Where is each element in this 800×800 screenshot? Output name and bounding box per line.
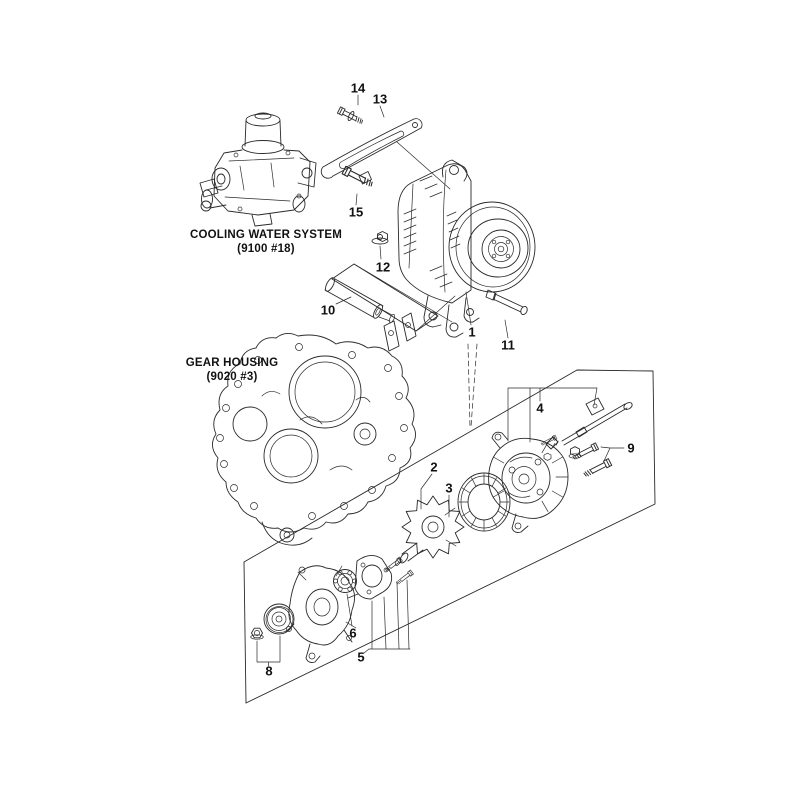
- cooling-water-system-label-line2: (9100 #18): [237, 243, 295, 255]
- gear-housing-illustration: [212, 312, 417, 546]
- callout-9: 9: [627, 440, 635, 456]
- cooling-water-system-label-line1: COOLING WATER SYSTEM: [189, 229, 343, 241]
- spacer-detail-box: [324, 263, 456, 332]
- callout-13: 13: [372, 91, 388, 107]
- exploded-bearing: [333, 569, 357, 593]
- exploded-stator: [457, 472, 511, 532]
- exploded-terminal-hardware-and-bolts: [540, 397, 633, 479]
- alternator-illustration: [397, 159, 536, 338]
- tension-strap-and-fasteners: [320, 106, 423, 245]
- callout-5: 5: [357, 649, 365, 665]
- cooling-water-pump-illustration: [199, 112, 317, 227]
- exploded-front-bracket: [285, 565, 359, 663]
- callout-3: 3: [445, 480, 453, 496]
- callout-12: 12: [375, 259, 391, 275]
- cooling-water-system-label: COOLING WATER SYSTEM (9100 #18): [190, 228, 342, 256]
- callout-2: 2: [430, 459, 438, 475]
- exploded-view-boundary: [243, 369, 656, 704]
- callout-8: 8: [265, 663, 273, 679]
- callout-14: 14: [350, 80, 366, 96]
- exploded-rotor: [394, 495, 465, 566]
- exploded-rear-bracket: [488, 431, 569, 533]
- callout-15: 15: [348, 204, 364, 220]
- gear-housing-label-line2: (9020 #3): [206, 371, 258, 383]
- callout-11: 11: [501, 337, 515, 353]
- gear-housing-label-line1: GEAR HOUSING: [185, 357, 279, 369]
- callout-10: 10: [320, 302, 336, 318]
- gear-housing-label: GEAR HOUSING (9020 #3): [186, 356, 279, 384]
- leader-lines: [256, 94, 625, 667]
- exploded-retainer-plate-and-screws: [354, 555, 414, 600]
- callout-6: 6: [349, 625, 357, 641]
- exploded-pulley-and-nut: [250, 603, 295, 640]
- callout-1: 1: [468, 324, 476, 340]
- callout-4: 4: [536, 400, 544, 416]
